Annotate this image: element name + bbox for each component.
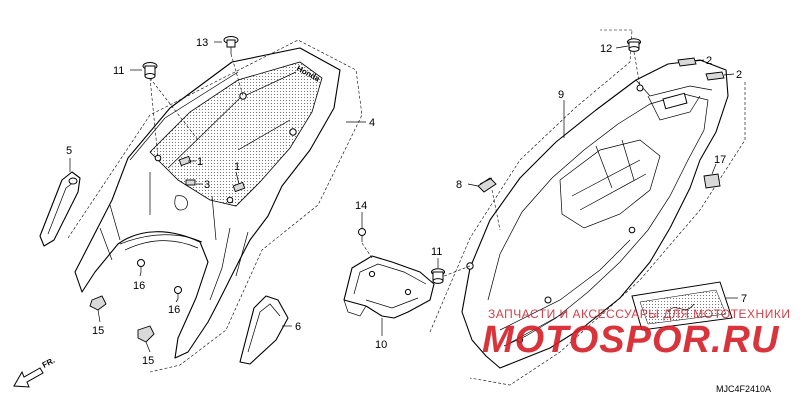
cowl-lower-skirt (119, 234, 203, 251)
cowl-group-dashed-outline (67, 39, 363, 373)
part-label: 7 (741, 293, 747, 305)
seat-recess (149, 61, 323, 207)
bracket-10-inner (353, 263, 427, 309)
diagram-code: MJC4F2410A (716, 384, 771, 394)
pad-17 (703, 173, 721, 189)
part-label: 15 (92, 325, 104, 337)
seat-cowl-body (74, 47, 341, 359)
watermark-line1: ЗАПЧАСТИ И АКСЕССУАРЫ ДЛЯ МОТОТЕХНИКИ (488, 307, 790, 321)
cowl-inner-rail-right (209, 227, 249, 301)
cowl-mount-hole (226, 196, 234, 204)
pad-2-b (705, 71, 725, 81)
caution-label-7 (631, 281, 733, 331)
screw-14-guide (361, 242, 373, 259)
side-cover-left (39, 171, 81, 247)
bracket-10-tab (343, 299, 367, 317)
cowl-rear-slot (174, 195, 188, 211)
fender-mount-hole (636, 84, 644, 92)
cowl-mount-hole (289, 128, 297, 136)
grommet-12-guide (633, 51, 641, 87)
part-label: 12 (600, 43, 612, 55)
part-label: 16 (133, 280, 145, 292)
part-label: 14 (355, 200, 367, 212)
fender-inner-wall (487, 93, 709, 347)
fender-mount-hole (628, 226, 636, 234)
part-label: 2 (736, 69, 742, 81)
part-label: 4 (369, 117, 375, 129)
part-label: 13 (196, 37, 208, 49)
part-label: 11 (113, 65, 124, 77)
part-label: 9 (558, 89, 564, 101)
part-label: 5 (66, 145, 72, 157)
cushion-pad-1 (178, 155, 192, 167)
front-arrow-icon (13, 367, 44, 388)
screw-16-b (174, 286, 182, 299)
seat-cowl-group: Honda (39, 36, 363, 373)
bolt-13-guide (230, 53, 244, 97)
part-label: 10 (375, 339, 387, 351)
cushion-pad-1b (232, 181, 246, 193)
grommet-12 (627, 38, 641, 52)
part-label: 17 (714, 154, 726, 166)
front-arrow: FR. (13, 356, 57, 388)
cowl-mount-hole (239, 92, 247, 100)
rubber-mount-15-a (89, 295, 107, 311)
bracket-10 (343, 255, 435, 319)
screw-16-a (137, 259, 145, 272)
side-cover-right-inner (247, 303, 281, 353)
side-cover-right (239, 295, 289, 365)
watermark: ЗАПЧАСТИ И АКСЕССУАРЫ ДЛЯ МОТОТЕХНИКИ MO… (482, 307, 790, 361)
part-label: 1 (197, 156, 203, 168)
cowl-inner-rail-left (99, 204, 121, 261)
fender-top-clip (662, 92, 688, 110)
rear-fender-group (343, 29, 746, 386)
collar-11-right (431, 268, 445, 284)
screw-14 (358, 228, 366, 242)
part-label: 1 (234, 161, 240, 173)
front-arrow-label: FR. (41, 356, 57, 370)
part-label: 15 (142, 355, 154, 367)
fender-mount-hole (516, 336, 524, 344)
part-label: 11 (431, 246, 442, 258)
side-cover-left-tab (68, 177, 78, 185)
part-label: 6 (295, 321, 301, 333)
collar-11-right-guide (443, 265, 471, 277)
fender-group-dashed-outline (429, 29, 746, 386)
bolt-13 (223, 36, 239, 54)
pad-2-a (677, 57, 697, 67)
bracket-10-hole (404, 288, 412, 296)
part-number-labels: 13 11 5 1 3 1 4 16 15 16 15 6 14 11 10 8… (66, 37, 747, 367)
bracket-10-hole (368, 270, 376, 278)
cushion-pad-3 (185, 179, 196, 186)
part-label: 3 (204, 179, 210, 191)
collar-11-guide (149, 77, 199, 159)
fender-tray-ribs (571, 139, 647, 211)
leader-lines (69, 41, 738, 353)
clip-8 (477, 177, 497, 193)
part-label: 16 (168, 304, 180, 316)
fender-mount-hole (544, 296, 552, 304)
part-label: 8 (456, 179, 462, 191)
rear-fender-body (461, 59, 729, 369)
watermark-line2: MOTOSPOR.RU (482, 319, 780, 361)
collar-11-left (142, 62, 158, 79)
clip-8-guide (491, 189, 501, 231)
fender-battery-tray (559, 139, 661, 229)
part-label: 2 (706, 55, 712, 67)
rubber-mount-15-b (137, 325, 155, 343)
